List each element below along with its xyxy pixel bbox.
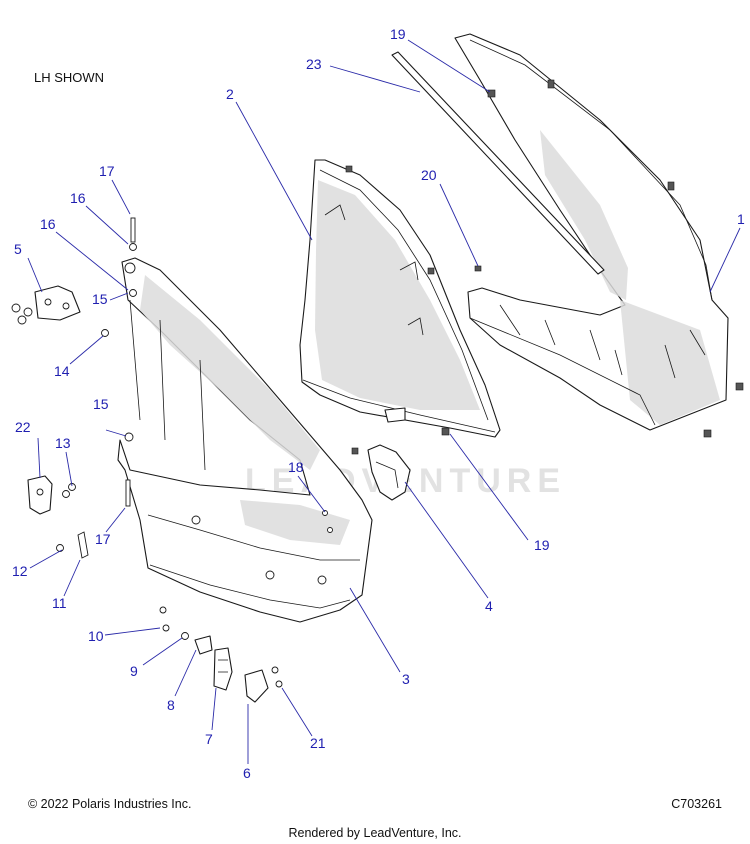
rendered-by: Rendered by LeadVenture, Inc. [288, 826, 462, 840]
callout-17b: 17 [95, 531, 111, 547]
hardware-fasteners [11, 79, 744, 688]
callout-11: 11 [52, 595, 67, 611]
callout-5: 5 [14, 241, 22, 257]
callout-21: 21 [310, 735, 326, 751]
latch-bracket [367, 444, 411, 501]
callout-22: 22 [15, 419, 31, 435]
callouts: 1 2 3 4 5 6 7 8 9 10 11 12 13 14 15 15 1… [12, 26, 745, 781]
view-note: LH SHOWN [34, 70, 105, 85]
callout-10: 10 [88, 628, 104, 644]
callout-19b: 19 [534, 537, 550, 553]
callout-15a: 15 [92, 291, 108, 307]
diagram-code: C703261 [671, 797, 722, 811]
copyright: © 2022 Polaris Industries Inc. [28, 797, 192, 811]
callout-19a: 19 [390, 26, 406, 42]
callout-14: 14 [54, 363, 70, 379]
leader-lines [27, 39, 741, 764]
callout-9: 9 [130, 663, 138, 679]
callout-17a: 17 [99, 163, 115, 179]
callout-15b: 15 [93, 396, 109, 412]
callout-4: 4 [485, 598, 493, 614]
callout-7: 7 [205, 731, 213, 747]
callout-16a: 16 [70, 190, 86, 206]
latch-assembly [194, 635, 269, 703]
hinge-bracket-upper [34, 285, 81, 321]
callout-12: 12 [12, 563, 28, 579]
callout-1: 1 [737, 211, 745, 227]
callout-6: 6 [243, 765, 251, 781]
callout-8: 8 [167, 697, 175, 713]
outer-door-panel [454, 33, 729, 431]
callout-20: 20 [421, 167, 437, 183]
callout-3: 3 [402, 671, 410, 687]
callout-16b: 16 [40, 216, 56, 232]
callout-13: 13 [55, 435, 71, 451]
window-seal-strip [391, 51, 605, 275]
callout-2: 2 [226, 86, 234, 102]
hinge-bracket-lower [27, 475, 53, 515]
callout-23: 23 [306, 56, 322, 72]
callout-18: 18 [288, 459, 304, 475]
inner-door-frame [117, 257, 373, 623]
door-window-trim [299, 159, 501, 438]
